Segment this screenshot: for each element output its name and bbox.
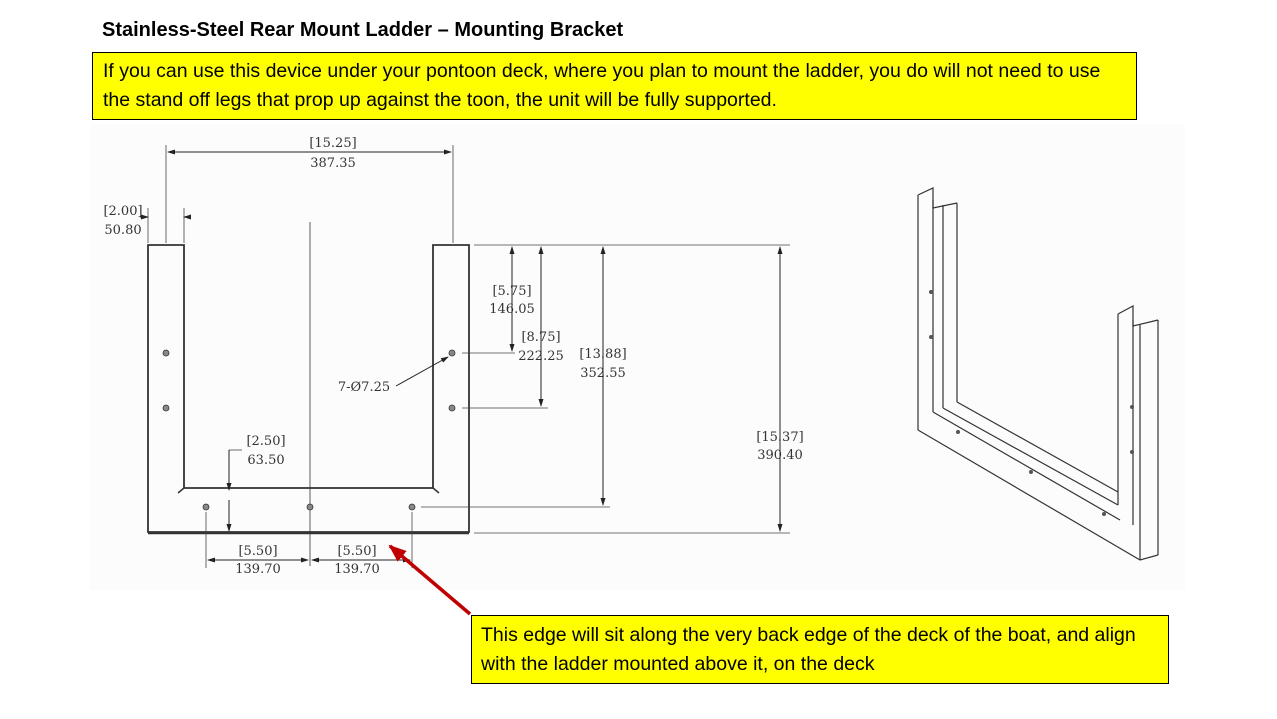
dim-post-width-mm: 50.80 (104, 223, 141, 238)
dimension-labels: [15.25] 387.35 [2.00] 50.80 [5.75] 146.0… (103, 136, 803, 577)
dim-overall-height-mm: 390.40 (757, 448, 803, 463)
top-note-callout: If you can use this device under your po… (92, 52, 1137, 120)
hole-callout-leader (395, 356, 449, 387)
dim-overall-width-in: [15.25] (309, 136, 356, 151)
dim-overall-height-in: [15.37] (756, 430, 803, 445)
bracket-isometric-view (917, 187, 1159, 561)
bracket-front-view (147, 222, 470, 566)
dim-bottom-holes-in: [13.88] (579, 347, 626, 362)
dim-spacing-right-in: [5.50] (337, 544, 376, 559)
hole (448, 404, 456, 412)
dim-hole2-mm: 222.25 (518, 349, 564, 364)
dim-spacing-left-in: [5.50] (238, 544, 277, 559)
dim-post-width-in: [2.00] (103, 204, 142, 219)
hole (162, 404, 170, 412)
dim-spacing-right-mm: 139.70 (334, 562, 380, 577)
drawing-area (90, 124, 1185, 590)
hole (306, 503, 314, 511)
dim-bottom-holes-mm: 352.55 (580, 366, 626, 381)
dim-overall-width-mm: 387.35 (310, 156, 356, 171)
hole (202, 503, 210, 511)
dim-hole1-mm: 146.05 (489, 302, 535, 317)
dim-spacing-left-mm: 139.70 (235, 562, 281, 577)
hole (408, 503, 416, 511)
dim-base-depth-in: [2.50] (246, 434, 285, 449)
dim-hole1-in: [5.75] (492, 284, 531, 299)
dim-hole2-in: [8.75] (521, 330, 560, 345)
dim-base-depth-mm: 63.50 (247, 453, 284, 468)
red-pointer-arrow (388, 544, 472, 616)
hole (448, 349, 456, 357)
slide-title: Stainless-Steel Rear Mount Ladder – Moun… (102, 19, 624, 41)
mounting-holes (162, 349, 456, 511)
hole (162, 349, 170, 357)
hole-callout-label: 7-Ø7.25 (338, 380, 390, 395)
bottom-note-callout: This edge will sit along the very back e… (471, 615, 1169, 684)
extension-lines (147, 145, 790, 568)
dimension-lines (140, 149, 783, 563)
